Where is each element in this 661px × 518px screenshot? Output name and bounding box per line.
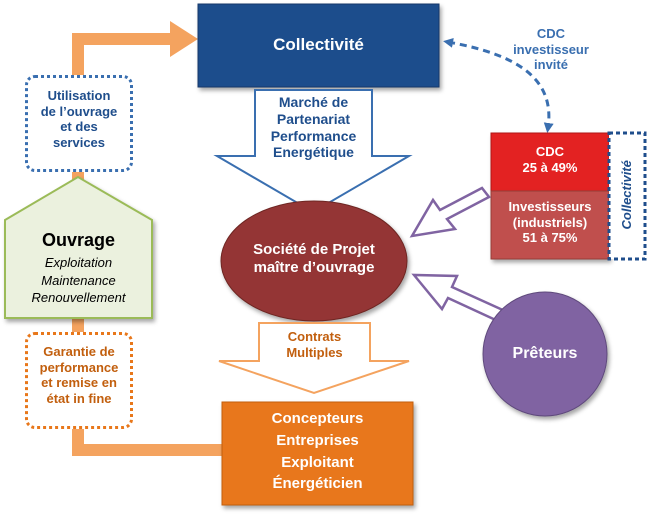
collectivite-vertical-label: Collectivité xyxy=(619,160,635,230)
cdc-invite-arrow xyxy=(443,37,554,133)
collectivite-box xyxy=(197,3,440,88)
garantie-box xyxy=(25,332,133,429)
collectivite-label: Collectivité xyxy=(273,35,364,54)
utilisation-label: Utilisation de l’ouvrage et des services xyxy=(40,88,118,150)
utilisation-box xyxy=(25,75,133,172)
preteurs-circle xyxy=(482,291,608,417)
societe-label: Société de Projet maître d’ouvrage xyxy=(253,241,375,276)
preteurs-label: Prêteurs xyxy=(512,345,578,362)
investisseurs-to-societe-arrow xyxy=(409,186,491,238)
preteurs-to-societe-arrow xyxy=(411,273,507,324)
ouvrage-lines: Exploitation Maintenance Renouvellement xyxy=(31,255,126,306)
investisseurs-label: Investisseurs (industriels) 51 à 75% xyxy=(508,199,592,246)
marche-arrow xyxy=(213,89,413,214)
marche-label: Marché de Partenariat Performance Energé… xyxy=(270,94,357,161)
collectivite-vertical-box xyxy=(607,131,647,261)
cdc-label: CDC 25 à 49% xyxy=(522,144,578,175)
investisseurs-box xyxy=(490,190,610,260)
contrats-label: Contrats Multiples xyxy=(286,329,343,360)
cdc-box xyxy=(490,132,610,192)
garantie-label: Garantie de performance et remise en éta… xyxy=(39,344,119,406)
ouvrage-title: Ouvrage xyxy=(41,230,116,250)
concepteurs-label: Concepteurs Entreprises Exploitant Énerg… xyxy=(271,410,364,493)
ouvrage-shape xyxy=(4,175,153,319)
cdc-invite-label: CDC investisseur invité xyxy=(513,26,589,73)
concepteurs-box xyxy=(221,401,414,506)
contrats-arrow xyxy=(218,322,410,395)
societe-ellipse xyxy=(220,200,408,322)
